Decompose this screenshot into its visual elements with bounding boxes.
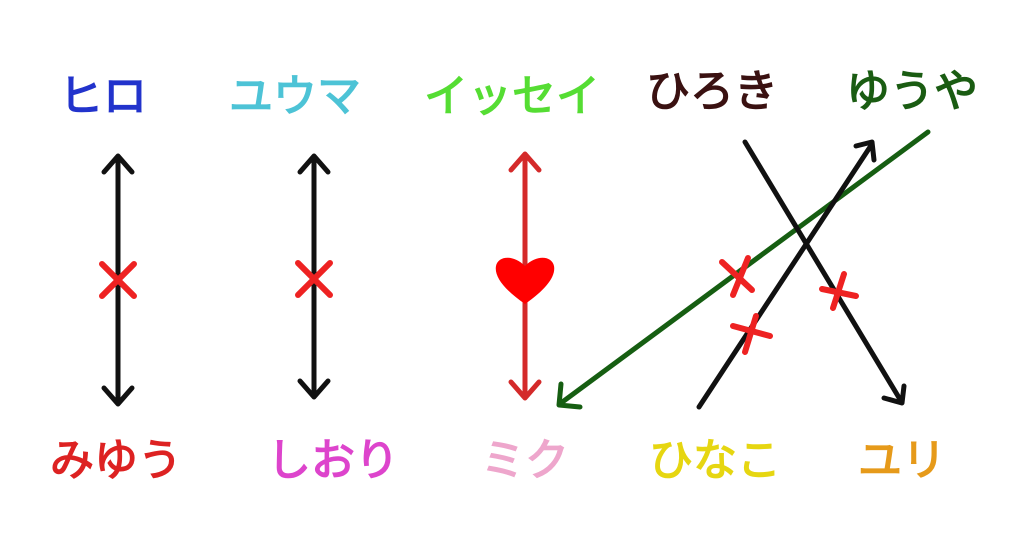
cross-mark-yuuma-shiori bbox=[295, 260, 333, 298]
arrow-hinako-yuuya bbox=[696, 139, 877, 410]
cross-mark-hiro-miyuu bbox=[99, 261, 137, 299]
top-name-hiroki: ひろき bbox=[646, 66, 778, 117]
arrow-hiroki-yuri bbox=[742, 139, 907, 406]
cross-mark-hiroki-yuri bbox=[819, 271, 859, 311]
top-name-hiro: ヒロ bbox=[59, 71, 147, 122]
cross-mark-yuuya-miku bbox=[719, 255, 755, 298]
bottom-name-hinako: ひなこ bbox=[649, 435, 781, 486]
heart-icon bbox=[495, 257, 555, 304]
top-name-yuuma: ユウマ bbox=[229, 71, 361, 122]
cross-mark-hinako-yuuya bbox=[730, 313, 773, 355]
top-name-yuuya: ゆうや bbox=[846, 66, 978, 117]
bottom-name-miku: ミク bbox=[481, 435, 569, 486]
bottom-name-yuri: ユリ bbox=[858, 435, 946, 486]
top-name-issei: イッセイ bbox=[424, 71, 600, 122]
bottom-name-shiori: しおり bbox=[267, 435, 399, 486]
bottom-name-miyuu: みゆう bbox=[50, 435, 182, 486]
